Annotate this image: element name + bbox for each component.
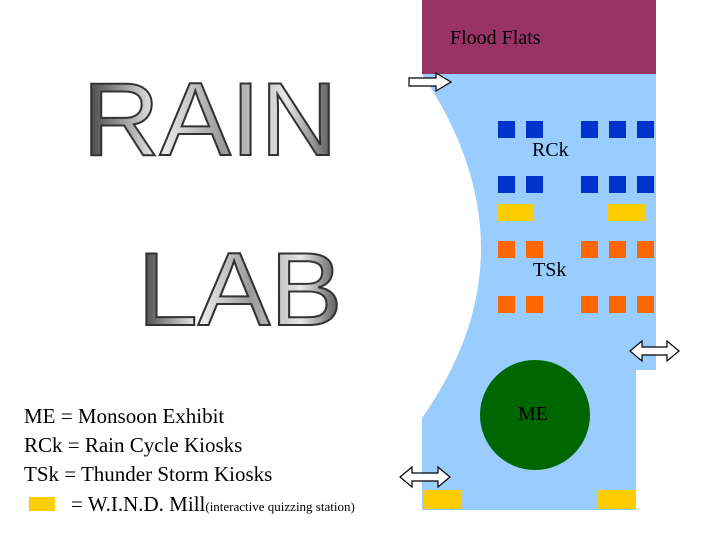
thunder-storm-kiosks bbox=[498, 241, 654, 313]
thunder-storm-kiosk bbox=[526, 241, 543, 258]
thunder-storm-kiosk bbox=[498, 241, 515, 258]
rain-cycle-kiosk bbox=[581, 121, 598, 138]
title-rain: RAIN bbox=[83, 62, 338, 178]
thunder-storm-kiosk bbox=[637, 296, 654, 313]
rain-cycle-kiosk bbox=[581, 176, 598, 193]
rain-cycle-kiosks bbox=[498, 121, 654, 193]
legend-tsk: TSk = Thunder Storm Kiosks bbox=[24, 462, 273, 486]
thunder-storm-kiosk bbox=[498, 296, 515, 313]
thunder-storm-kiosk bbox=[609, 241, 626, 258]
double-arrow-icon bbox=[399, 465, 451, 489]
wind-mill-station bbox=[424, 490, 461, 509]
wind-mill-legend-swatch bbox=[29, 497, 55, 511]
thunder-storm-kiosk bbox=[609, 296, 626, 313]
legend-wind-note: (interactive quizzing station) bbox=[205, 499, 355, 514]
rain-cycle-kiosk bbox=[526, 121, 543, 138]
thunder-storm-kiosk bbox=[526, 296, 543, 313]
wind-mill-station bbox=[608, 204, 645, 221]
right-arrow-icon bbox=[408, 71, 453, 93]
rain-cycle-kiosk bbox=[609, 121, 626, 138]
rain-cycle-kiosk bbox=[498, 121, 515, 138]
rain-cycle-kiosk bbox=[498, 176, 515, 193]
thunder-storm-label: TSk bbox=[533, 259, 566, 281]
legend-rck: RCk = Rain Cycle Kiosks bbox=[24, 433, 243, 457]
flood-flats-zone bbox=[422, 0, 656, 74]
monsoon-exhibit bbox=[480, 360, 590, 470]
rain-cycle-kiosk bbox=[609, 176, 626, 193]
legend-wind: = W.I.N.D. Mill(interactive quizzing sta… bbox=[71, 492, 355, 517]
wind-mill-station bbox=[497, 204, 534, 221]
thunder-storm-kiosk bbox=[581, 241, 598, 258]
wind-mill-stations bbox=[424, 204, 645, 509]
rain-cycle-label: RCk bbox=[532, 139, 569, 161]
thunder-storm-kiosk bbox=[581, 296, 598, 313]
rain-cycle-kiosk bbox=[526, 176, 543, 193]
legend-me: ME = Monsoon Exhibit bbox=[24, 404, 225, 428]
thunder-storm-kiosk bbox=[637, 241, 654, 258]
rain-cycle-kiosk bbox=[637, 176, 654, 193]
legend-wind-text: = W.I.N.D. Mill bbox=[71, 492, 206, 516]
wind-mill-station bbox=[598, 490, 635, 509]
double-arrow-icon bbox=[629, 339, 680, 363]
title-lab: LAB bbox=[138, 232, 343, 348]
monsoon-exhibit-label: ME bbox=[518, 403, 548, 425]
flood-flats-label: Flood Flats bbox=[450, 27, 541, 49]
rain-cycle-kiosk bbox=[637, 121, 654, 138]
title-block: RAIN LAB bbox=[82, 61, 344, 349]
